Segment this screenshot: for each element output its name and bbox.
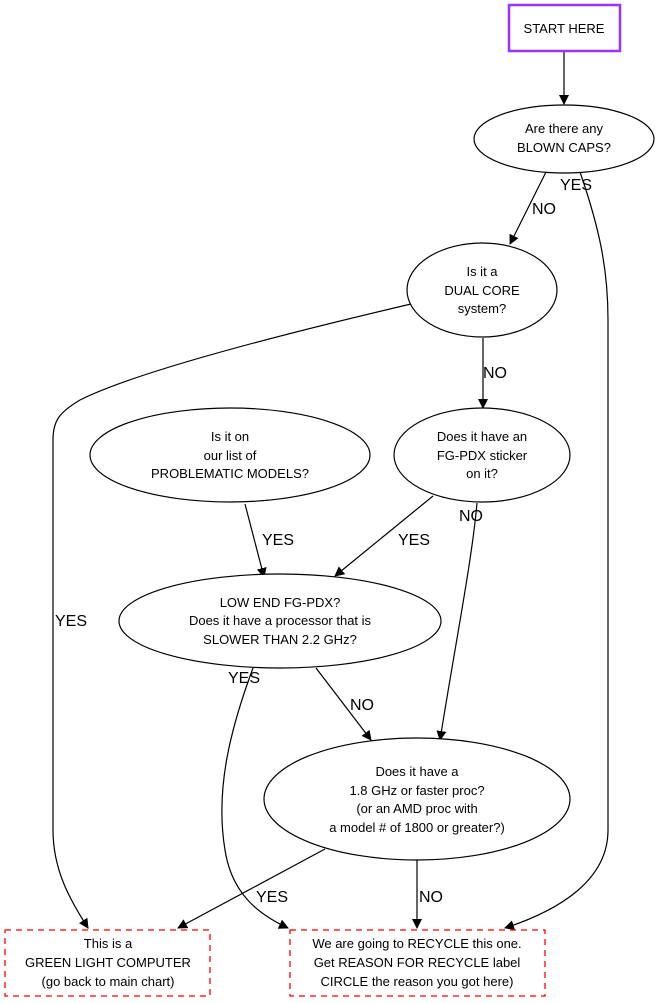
edge-label-blown-caps-yes: YES [560,177,592,194]
low-end-line-3: SLOWER THAN 2.2 GHz? [203,632,357,647]
edge-blown-caps-no [509,171,547,245]
green-light-box [4,929,211,997]
edge-fast-proc-yes [177,848,326,929]
problem-models-line-3: PROBLEMATIC MODELS? [151,466,309,481]
edges: NO YES NO YES YES YES NO NO YES YES NO [52,52,609,930]
green-light-line-3: (go back to main chart) [42,974,175,989]
edge-label-fast-proc-yes: YES [256,889,288,906]
node-dual-core[interactable]: Is it a DUAL CORE system? [406,242,558,338]
edge-problem-models-yes [244,503,267,578]
low-end-line-2: Does it have a processor that is [189,613,372,628]
node-start[interactable]: START HERE [507,3,622,53]
green-light-line-2: GREEN LIGHT COMPUTER [25,955,191,970]
edge-low-end-yes [221,667,289,929]
start-box [507,3,622,53]
node-recycle[interactable]: We are going to RECYCLE this one. Get RE… [289,929,546,997]
node-blown-caps[interactable]: Are there any BLOWN CAPS? [473,104,655,174]
recycle-line-2: Get REASON FOR RECYCLE label [314,955,521,970]
fg-pdx-line-3: on it? [466,466,498,481]
node-low-end[interactable]: LOW END FG-PDX? Does it have a processor… [118,573,442,669]
edge-blown-caps-yes [504,171,609,930]
recycle-line-1: We are going to RECYCLE this one. [312,936,521,951]
fast-proc-line-4: a model # of 1800 or greater?) [329,820,505,835]
fast-proc-ellipse [263,737,571,861]
edge-dual-core-yes [52,303,412,929]
blown-caps-ellipse [473,104,655,174]
fg-pdx-line-2: FG-PDX sticker [437,448,528,463]
node-problem-models[interactable]: Is it on our list of PROBLEMATIC MODELS? [89,407,371,503]
node-fg-pdx[interactable]: Does it have an FG-PDX sticker on it? [393,407,571,503]
fast-proc-line-2: 1.8 GHz or faster proc? [349,783,484,798]
edge-label-low-end-yes: YES [228,670,260,687]
edge-fg-pdx-yes [334,495,434,577]
recycle-box [289,929,546,997]
fg-pdx-line-1: Does it have an [437,429,527,444]
edge-fg-pdx-no [436,502,478,741]
edge-low-end-no [315,667,372,741]
edge-label-low-end-no: NO [350,697,374,714]
problem-models-line-2: our list of [204,448,257,463]
fast-proc-line-3: (or an AMD proc with [356,801,477,816]
dual-core-line-3: system? [458,301,506,316]
edge-label-blown-caps-no: NO [532,201,556,218]
dual-core-line-2: DUAL CORE [444,283,520,298]
recycle-line-3: CIRCLE the reason you got here) [321,974,514,989]
low-end-line-1: LOW END FG-PDX? [220,595,341,610]
node-green-light[interactable]: This is a GREEN LIGHT COMPUTER (go back … [4,929,211,997]
blown-caps-line-2: BLOWN CAPS? [517,140,611,155]
edge-label-fg-pdx-yes: YES [398,532,430,549]
green-light-line-1: This is a [84,936,133,951]
edge-label-problem-models-yes: YES [262,532,294,549]
edge-label-dual-core-no: NO [483,365,507,382]
start-label: START HERE [524,21,605,36]
problem-models-line-1: Is it on [211,429,249,444]
dual-core-line-1: Is it a [466,264,498,279]
fg-pdx-ellipse [393,407,571,503]
low-end-ellipse [118,573,442,669]
blown-caps-line-1: Are there any [525,121,604,136]
node-fast-proc[interactable]: Does it have a 1.8 GHz or faster proc? (… [263,737,571,861]
edge-label-fast-proc-no: NO [419,889,443,906]
problem-models-ellipse [89,407,371,503]
edge-label-dual-core-yes: YES [55,613,87,630]
fast-proc-line-1: Does it have a [375,764,459,779]
dual-core-ellipse [406,242,558,338]
edge-label-fg-pdx-no: NO [459,508,483,525]
